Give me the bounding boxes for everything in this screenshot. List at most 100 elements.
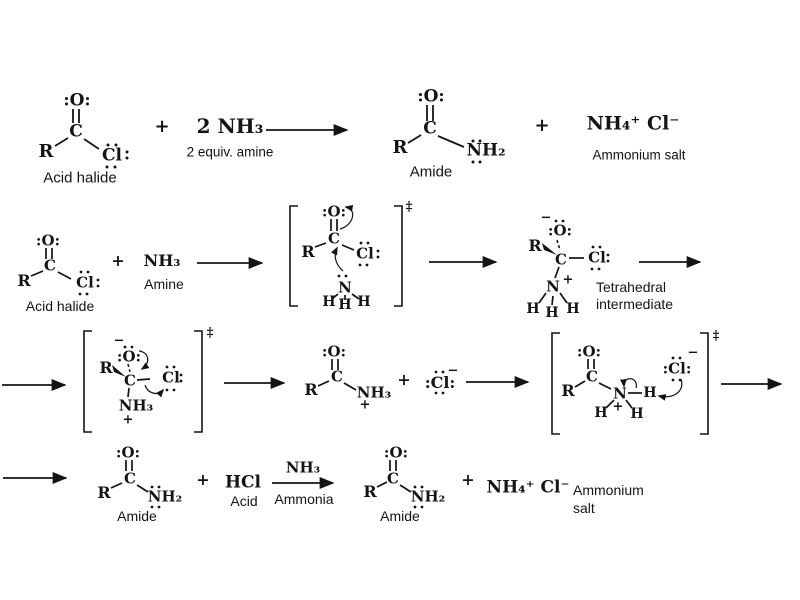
hydrogen-atom: H [526, 301, 540, 317]
chlorine-atom: Cl [102, 145, 122, 166]
carbon-atom: C [555, 250, 567, 269]
amino-group: NH₂ [466, 140, 506, 161]
plus-charge: + [122, 412, 134, 428]
r-group: R [301, 242, 315, 261]
amide-2-bonds [110, 460, 149, 493]
plus-charge: + [562, 272, 574, 288]
chlorine-atom: Cl [356, 244, 374, 263]
hydrogen-atom: H [338, 297, 352, 313]
curved-electron-arrow-n-to-c [330, 246, 344, 272]
amide-3-bonds [376, 460, 412, 493]
minus-charge: − [540, 210, 552, 226]
curved-electron-arrow-o-to-c [138, 350, 150, 370]
r-group: R [97, 483, 111, 502]
curved-electron-arrow-cl-to-h [657, 378, 683, 401]
ammonium-chloride-formula: NH₄⁺ Cl⁻ [486, 477, 570, 498]
plus-operator: + [397, 370, 411, 389]
protonated-amide-bonds [317, 359, 357, 391]
amino-group: NH₂ [147, 487, 183, 506]
oxygen-atom-with-lone-pairs: :O: [547, 221, 573, 240]
transition-state-1-brackets [289, 205, 403, 307]
transition-state-2-bonds [127, 363, 151, 398]
double-dagger-symbol: ‡ [206, 325, 214, 341]
transition-state-2-wedge-bond [112, 365, 126, 377]
minus-charge: − [113, 333, 125, 349]
amide-label: Amide [409, 163, 453, 181]
transition-state-3-chloride-lone-pairs [671, 356, 682, 382]
oxygen-atom-with-lone-pairs: :O: [321, 202, 347, 221]
oxygen-atom-with-lone-pairs: :O: [321, 342, 347, 361]
transition-state-3-bonds [574, 359, 642, 409]
r-group: R [363, 482, 377, 501]
hcl-formula: HCl [224, 472, 262, 493]
r-group: R [392, 137, 408, 158]
curved-electron-arrow-nh-to-n [620, 378, 637, 389]
r-group: R [528, 236, 542, 255]
carbon-atom: C [124, 371, 136, 390]
oxygen-atom-with-lone-pairs: :O: [35, 231, 61, 250]
r-group: R [17, 271, 31, 290]
plus-operator: + [534, 115, 550, 136]
hydrogen-atom: H [357, 294, 371, 310]
chlorine-atom: Cl [162, 368, 180, 387]
tetrahedral-intermediate-bonds [538, 239, 584, 306]
oxygen-atom-with-lone-pairs: :O: [383, 443, 409, 462]
ammonium-salt-label-line1: Ammonium [573, 482, 644, 498]
hydrogen-atom: H [630, 406, 644, 422]
transition-state-1-bonds [314, 219, 360, 300]
r-group: R [38, 141, 54, 162]
ammonium-group: NH₃ [118, 396, 154, 415]
acid-halide-label: Acid halide [25, 298, 95, 314]
carbon-atom: C [423, 118, 437, 139]
double-dagger-symbol: ‡ [405, 199, 413, 215]
two-equiv-amine-label: 2 equiv. amine [186, 144, 274, 160]
oxygen-atom-with-lone-pairs: :O: [116, 347, 142, 366]
ammonium-salt-label: Ammonium salt [592, 147, 686, 163]
minus-charge: − [447, 363, 459, 379]
acid-halide-label: Acid halide [43, 169, 117, 187]
r-group: R [99, 358, 113, 377]
plus-charge: + [612, 399, 624, 415]
transition-state-2-brackets [83, 330, 203, 433]
r-group: R [561, 381, 575, 400]
tetrahedral-intermediate-lone-pairs [554, 219, 610, 271]
tetrahedral-intermediate-wedge-bond [542, 243, 557, 255]
amide-3-nitrogen-lone-pairs [413, 485, 424, 509]
nitrogen-atom: N [546, 277, 560, 296]
plus-operator: + [111, 251, 125, 270]
carbon-atom: C [124, 469, 136, 488]
r-group: R [304, 380, 318, 399]
carbon-atom: C [586, 367, 598, 386]
acid-halide-2-bonds [30, 248, 72, 280]
hydrogen-atom: H [566, 301, 580, 317]
carbon-atom: C [69, 121, 83, 142]
oxygen-atom-with-lone-pairs: :O: [115, 443, 141, 462]
carbon-atom: C [44, 256, 56, 275]
hydrogen-atom: H [594, 405, 608, 421]
transition-state-2-lone-pairs [123, 345, 183, 392]
carbon-atom: C [331, 367, 343, 386]
acid-halide-2-chlorine-lone-pairs [78, 270, 100, 296]
minus-charge: − [687, 345, 699, 361]
chloride-ion: :Cl: [424, 373, 456, 392]
amino-group: NH₂ [410, 487, 446, 506]
plus-operator: + [196, 470, 210, 489]
ammonium-group: NH₃ [356, 383, 392, 402]
plus-charge: + [359, 397, 371, 413]
tetrahedral-label-line1: Tetrahedral [596, 279, 667, 295]
hydrogen-atom: H [322, 294, 336, 310]
acid-halide-1-chlorine-lone-pairs [105, 143, 129, 169]
curved-electron-arrow-co-to-o [339, 204, 354, 230]
carbon-atom: C [328, 229, 340, 248]
amide-1-bonds [407, 105, 465, 148]
amide-2-nitrogen-lone-pairs [150, 485, 161, 509]
amine-label: Amine [144, 276, 184, 292]
ammonia-formula: NH₃ [143, 251, 181, 270]
oxygen-atom-with-lone-pairs: :O: [576, 342, 602, 361]
curved-electron-arrow-bond-to-cl [144, 384, 165, 398]
tetrahedral-label-line2: intermediate [596, 296, 674, 312]
chloride-ion-lone-pairs [434, 370, 445, 395]
plus-operator: + [461, 470, 475, 489]
